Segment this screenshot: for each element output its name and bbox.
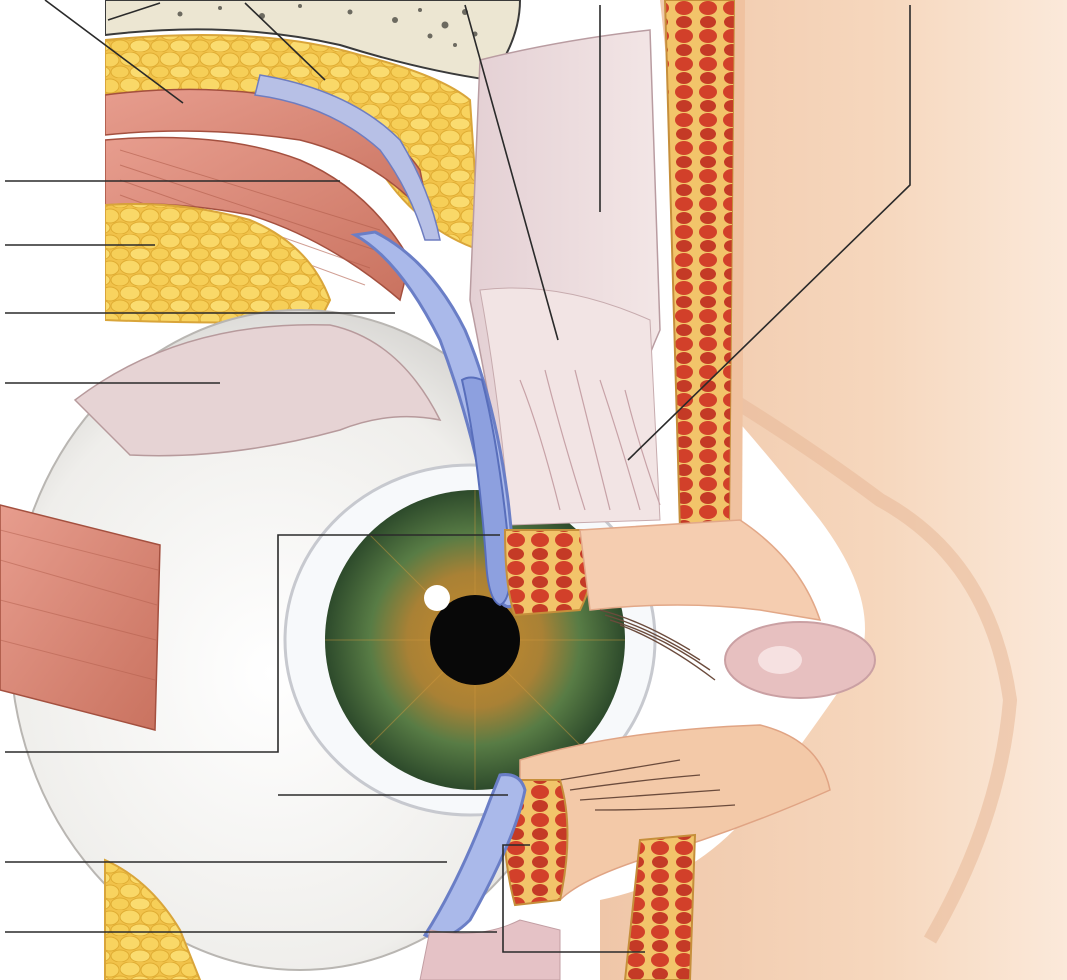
lateral-rectus-muscle xyxy=(0,505,160,730)
caruncle-highlight xyxy=(758,646,802,674)
upper-lid-orbicularis xyxy=(665,0,735,530)
upper-lid-skin xyxy=(580,520,820,620)
upper-lid-margin xyxy=(505,530,593,615)
corneal-reflection xyxy=(424,585,450,611)
